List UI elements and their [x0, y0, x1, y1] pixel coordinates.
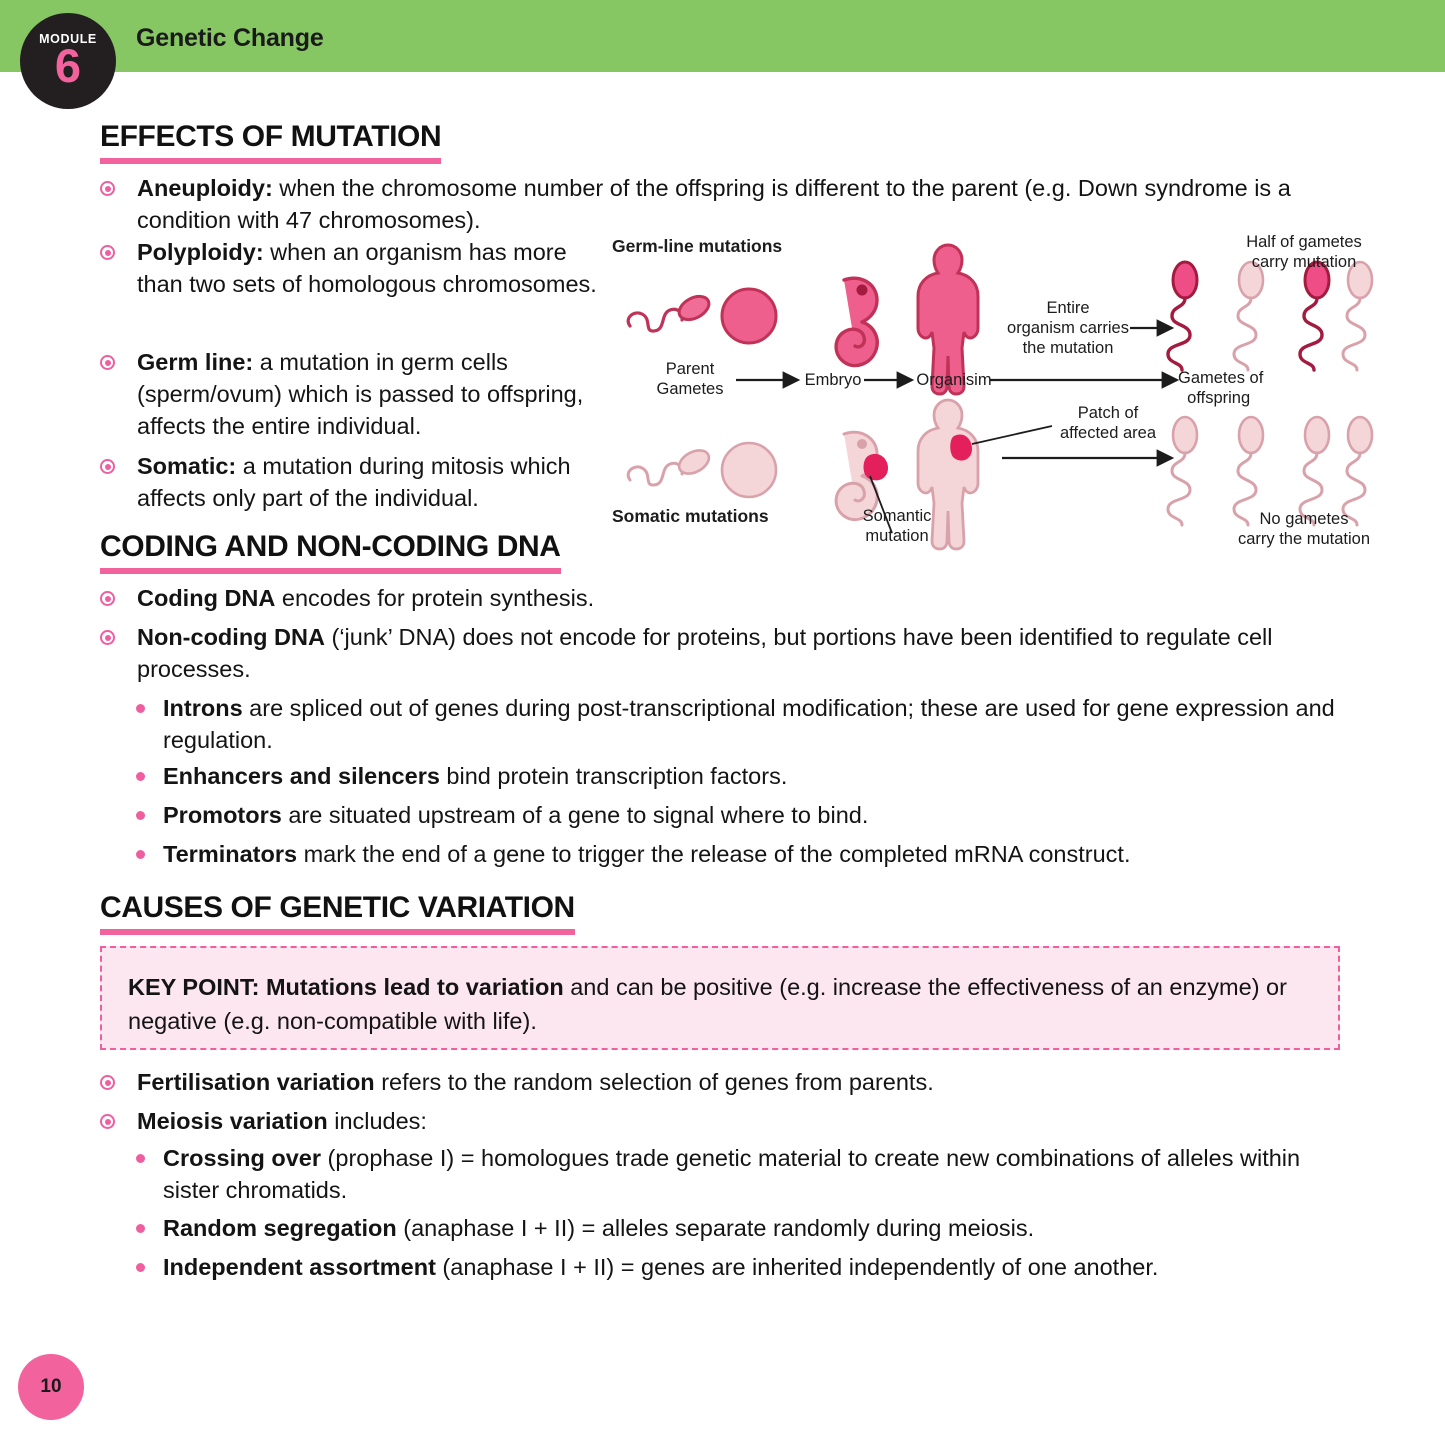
offspring-gametes-none-mutated	[1166, 415, 1374, 527]
organism-germline	[916, 243, 980, 396]
list-item: Polyploidy: when an organism has more th…	[100, 236, 600, 300]
sub-bullet-icon	[136, 811, 145, 820]
organism-somatic	[916, 398, 980, 551]
parent-sperm-somatic	[626, 449, 711, 487]
sub-bullet-icon	[136, 1263, 145, 1272]
list-item: Somatic: a mutation during mitosis which…	[100, 450, 610, 514]
heading-underline	[100, 929, 575, 935]
list-item: Terminators mark the end of a gene to tr…	[136, 838, 1336, 870]
leader-somantic-mutation	[869, 475, 893, 534]
section-heading-coding-and-non-coding-dna: CODING AND NON-CODING DNA	[100, 530, 561, 574]
list-item-text: Somatic: a mutation during mitosis which…	[137, 453, 571, 511]
bullet-icon	[100, 459, 115, 474]
sub-bullet-icon	[136, 1154, 145, 1163]
list-item: Introns are spliced out of genes during …	[136, 692, 1336, 756]
heading-underline	[100, 568, 561, 574]
list-item-text: Germ line: a mutation in germ cells (spe…	[137, 349, 584, 439]
list-item: Enhancers and silencers bind protein tra…	[136, 760, 1336, 792]
bullet-icon	[100, 630, 115, 645]
list-item-text: Fertilisation variation refers to the ra…	[137, 1069, 934, 1095]
list-item: Fertilisation variation refers to the ra…	[100, 1066, 1200, 1098]
list-item-text: Promotors are situated upstream of a gen…	[163, 802, 869, 828]
section-heading-text: CAUSES OF GENETIC VARIATION	[100, 891, 575, 924]
list-item-text: Polyploidy: when an organism has more th…	[137, 239, 597, 297]
list-item: Non-coding DNA (‘junk’ DNA) does not enc…	[100, 621, 1335, 685]
list-item: Coding DNA encodes for protein synthesis…	[100, 582, 1000, 614]
parent-ovum-somatic	[720, 441, 778, 499]
diagram-title-germline: Germ-line mutations	[612, 236, 783, 256]
section-heading-causes-of-genetic-variation: CAUSES OF GENETIC VARIATION	[100, 891, 575, 935]
module-number: 6	[54, 38, 82, 92]
list-item: Crossing over (prophase I) = homologues …	[136, 1142, 1331, 1206]
heading-underline	[100, 158, 442, 164]
bullet-icon	[100, 591, 115, 606]
section-heading-effects-of-mutation: EFFECTS OF MUTATION	[100, 120, 442, 164]
leader-patch-of-affected-area	[971, 425, 1053, 445]
list-item-text: Enhancers and silencers bind protein tra…	[163, 763, 788, 789]
mutation-diagram-graphic	[626, 243, 1374, 551]
list-item: Random segregation (anaphase I + II) = a…	[136, 1212, 1331, 1244]
bullet-icon	[100, 181, 115, 196]
bullet-icon	[100, 1114, 115, 1129]
list-item-text: Random segregation (anaphase I + II) = a…	[163, 1215, 1035, 1241]
header-bar	[0, 0, 1445, 72]
module-word: MODULE	[39, 32, 97, 46]
key-point-text: KEY POINT: Mutations lead to variation a…	[128, 974, 1287, 1034]
list-item: Germ line: a mutation in germ cells (spe…	[100, 346, 600, 442]
germline-vs-somatic-mutation-diagram: Germ-line mutations Somatic mutations Pa…	[612, 228, 1402, 553]
sub-bullet-icon	[136, 850, 145, 859]
list-item: Aneuploidy: when the chromosome number o…	[100, 172, 1338, 236]
diagram-label-embryo: Embryo	[804, 371, 862, 389]
list-item-text: Aneuploidy: when the chromosome number o…	[137, 175, 1291, 233]
list-item-text: Meiosis variation includes:	[137, 1108, 427, 1134]
page-number-text: 10	[40, 1376, 62, 1397]
key-point-box: KEY POINT: Mutations lead to variation a…	[100, 946, 1340, 1050]
list-item-text: Coding DNA encodes for protein synthesis…	[137, 585, 595, 611]
embryo-germline	[834, 276, 879, 368]
parent-ovum-germline	[720, 287, 778, 345]
bullet-icon	[100, 245, 115, 260]
bullet-icon	[100, 355, 115, 370]
list-item: Independent assortment (anaphase I + II)…	[136, 1251, 1331, 1283]
bullet-icon	[100, 1075, 115, 1090]
parent-sperm-germline	[626, 294, 711, 333]
section-heading-text: CODING AND NON-CODING DNA	[100, 530, 561, 563]
list-item-text: Terminators mark the end of a gene to tr…	[163, 841, 1131, 867]
page-title: Genetic Change	[136, 24, 324, 52]
embryo-somatic	[834, 430, 888, 521]
offspring-gametes-half-mutated	[1166, 260, 1374, 372]
sub-bullet-icon	[136, 704, 145, 713]
diagram-title-somatic: Somatic mutations	[612, 506, 769, 526]
list-item: Meiosis variation includes:	[100, 1105, 1200, 1137]
sub-bullet-icon	[136, 1224, 145, 1233]
module-badge: MODULE 6	[20, 13, 116, 109]
sub-bullet-icon	[136, 772, 145, 781]
section-heading-text: EFFECTS OF MUTATION	[100, 120, 442, 153]
list-item-text: Introns are spliced out of genes during …	[163, 695, 1335, 753]
diagram-label-organism: Organisim	[916, 371, 992, 389]
list-item-text: Non-coding DNA (‘junk’ DNA) does not enc…	[137, 624, 1273, 682]
page-number-badge: 10	[18, 1354, 84, 1420]
mutation-patch-organism	[950, 434, 972, 461]
list-item: Promotors are situated upstream of a gen…	[136, 799, 1336, 831]
mutation-patch-embryo	[863, 453, 888, 481]
list-item-text: Independent assortment (anaphase I + II)…	[163, 1254, 1159, 1280]
list-item-text: Crossing over (prophase I) = homologues …	[163, 1145, 1301, 1203]
diagram-label-gametes-of-offspring: Gametes of offspring	[1178, 369, 1264, 407]
